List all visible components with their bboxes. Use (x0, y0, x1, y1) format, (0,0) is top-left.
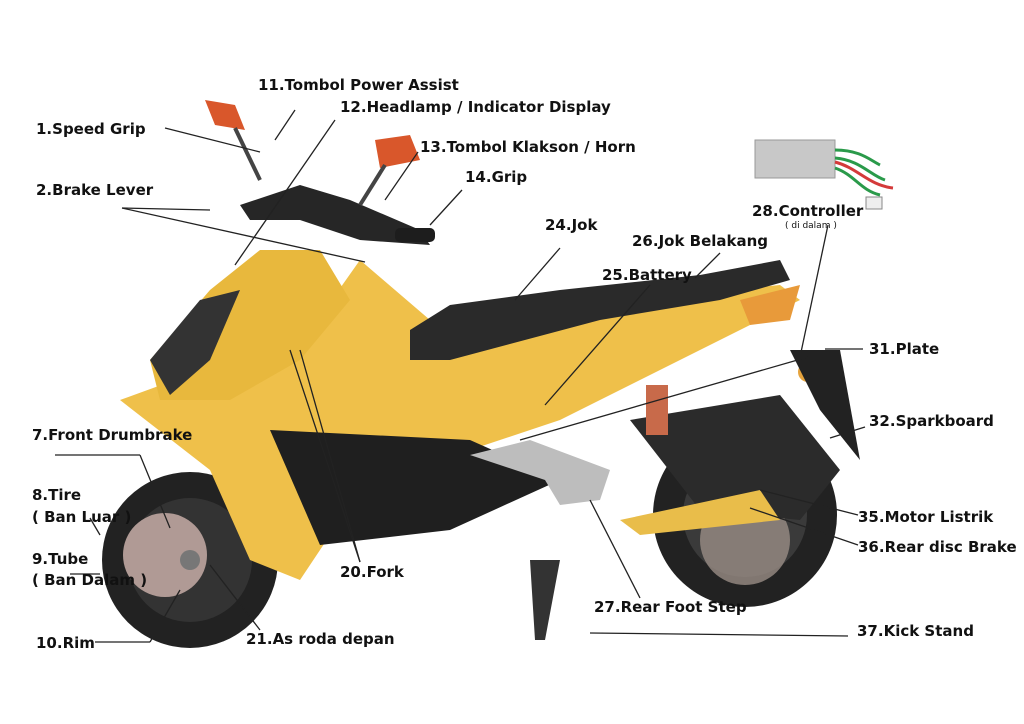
rear-light (740, 285, 800, 325)
rear-swingarm-cover (620, 490, 780, 535)
grip (395, 228, 435, 242)
label-tire-sub: ( Ban Luar ) (32, 508, 132, 526)
label-kick-stand: 37.Kick Stand (857, 622, 974, 640)
label-battery: 25.Battery (602, 266, 692, 284)
rear-motor-cover (630, 395, 840, 520)
shock-absorber (646, 385, 668, 435)
rear-fender (790, 350, 860, 460)
controller-box (754, 139, 836, 179)
kick-stand (530, 560, 560, 640)
label-jok-belakang: 26.Jok Belakang (632, 232, 769, 250)
label-tire: 8.Tire (32, 486, 82, 504)
headlamp (150, 290, 240, 395)
front-disc (123, 513, 207, 597)
label-fork: 20.Fork (340, 563, 404, 581)
label-controller: 28.Controller (752, 202, 864, 220)
label-as-roda-depan: 21.As roda depan (246, 630, 395, 648)
label-rim: 10.Rim (36, 634, 95, 652)
label-tube-sub: ( Ban Dalam ) (32, 571, 148, 589)
label-front-drumbrake: 7.Front Drumbrake (32, 426, 193, 444)
label-headlamp: 12.Headlamp / Indicator Display (340, 98, 611, 116)
label-speed-grip: 1.Speed Grip (36, 120, 146, 138)
label-grip: 14.Grip (465, 168, 528, 186)
label-controller-sub: ( di dalam ) (785, 221, 837, 231)
label-rear-disc-brake: 36.Rear disc Brake (858, 538, 1017, 556)
label-tombol-power-assist: 11.Tombol Power Assist (258, 76, 459, 94)
label-brake-lever: 2.Brake Lever (36, 181, 154, 199)
left-mirror (205, 100, 245, 130)
label-sparkboard: 32.Sparkboard (869, 412, 994, 430)
seat (410, 260, 790, 360)
leader-lines (55, 109, 866, 643)
label-tube: 9.Tube (32, 550, 89, 568)
label-motor-listrik: 35.Motor Listrik (858, 508, 994, 526)
label-jok: 24.Jok (545, 216, 598, 234)
right-mirror (375, 135, 420, 168)
rear-foot-step (470, 440, 610, 505)
label-horn: 13.Tombol Klakson / Horn (420, 138, 636, 156)
handlebar (240, 185, 430, 245)
label-rear-foot-step: 27.Rear Foot Step (594, 598, 747, 616)
label-plate: 31.Plate (869, 340, 940, 358)
scooter-body (120, 260, 800, 580)
